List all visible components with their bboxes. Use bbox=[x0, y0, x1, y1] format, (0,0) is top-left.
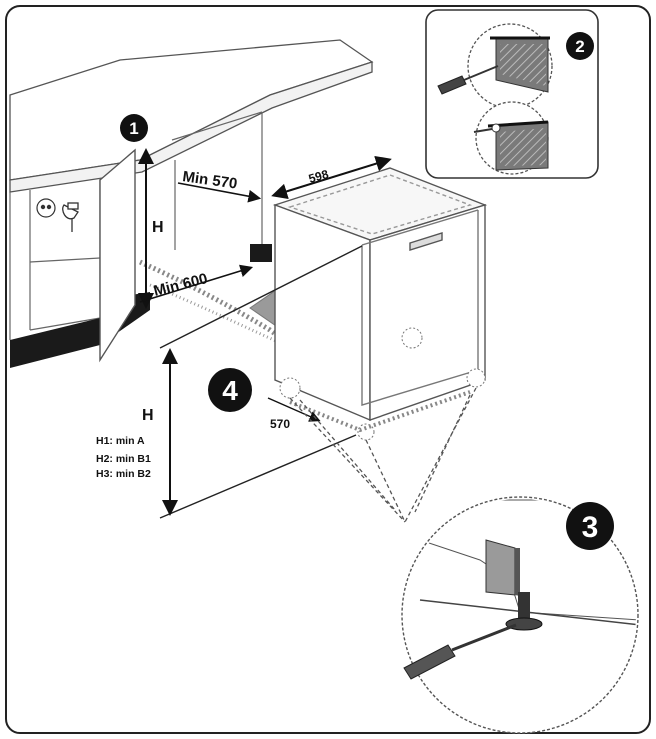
step-number-3: 3 bbox=[582, 511, 599, 544]
label-h-dishwasher: H bbox=[142, 407, 154, 424]
step-badge-4 bbox=[208, 368, 252, 412]
width-arrow-niche bbox=[139, 264, 254, 303]
label-h2: H2: min B1 bbox=[96, 453, 151, 465]
depth-arrow-dishwasher bbox=[267, 397, 321, 422]
outer-frame bbox=[5, 5, 651, 734]
foot-marker bbox=[466, 368, 486, 388]
step-badge-2 bbox=[566, 32, 594, 60]
cabinet-door bbox=[99, 148, 136, 363]
dishwasher bbox=[272, 167, 488, 422]
step-badge-1 bbox=[120, 114, 148, 142]
label-598: 598 bbox=[307, 167, 330, 186]
detail-panel-step-2 bbox=[425, 9, 599, 179]
label-h-niche: H bbox=[152, 219, 164, 236]
label-h1: H1: min A bbox=[96, 435, 145, 447]
cabinet-body bbox=[9, 111, 263, 340]
screwdriver-icon bbox=[473, 123, 501, 133]
label-570: 570 bbox=[270, 417, 290, 431]
width-arrow-dishwasher bbox=[271, 155, 392, 200]
countertop bbox=[9, 39, 374, 193]
label-min-600: Min 600 bbox=[152, 270, 210, 300]
depth-arrow-niche bbox=[177, 182, 262, 203]
label-h3: H3: min B2 bbox=[96, 468, 151, 480]
label-min-570: Min 570 bbox=[181, 168, 238, 192]
step-number-1: 1 bbox=[129, 119, 138, 138]
height-ref-bottom bbox=[159, 434, 357, 519]
foot-marker bbox=[401, 327, 423, 349]
step-number-2: 2 bbox=[575, 37, 584, 56]
socket-icon bbox=[36, 198, 56, 218]
dishwasher-base bbox=[289, 390, 471, 433]
step-badge-3 bbox=[566, 502, 614, 550]
height-ref-top bbox=[159, 245, 363, 349]
step-number-4: 4 bbox=[222, 375, 238, 406]
screwdriver-icon bbox=[403, 623, 517, 680]
foot-marker bbox=[279, 377, 301, 399]
niche-plinth bbox=[250, 244, 272, 262]
water-tap-icon bbox=[62, 202, 79, 232]
foot-marker bbox=[357, 423, 375, 441]
zoom-lines bbox=[289, 387, 477, 523]
screwdriver-icon bbox=[437, 65, 499, 95]
